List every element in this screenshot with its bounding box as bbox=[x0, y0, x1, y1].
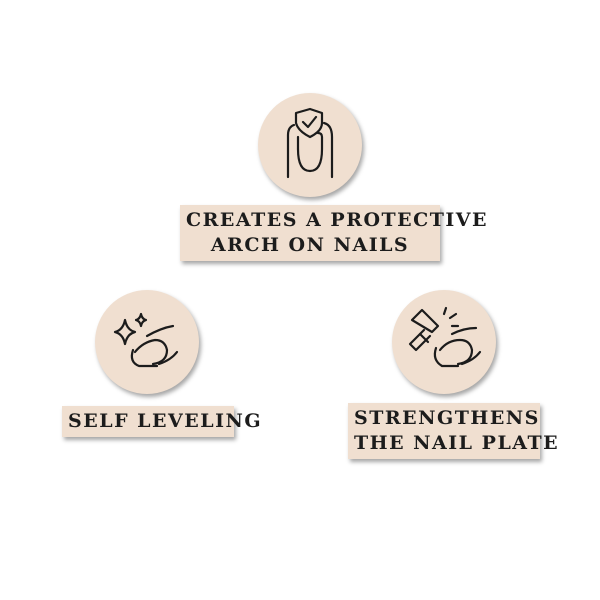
feature-protective-arch-badge bbox=[258, 93, 362, 197]
feature-protective-arch-label-line-2: ARCH ON NAILS bbox=[210, 234, 410, 256]
hammer-nail-icon bbox=[408, 306, 482, 368]
feature-protective-arch-label-line-1: CREATES A PROTECTIVE bbox=[186, 209, 489, 231]
feature-strengthens-label: STRENGTHENS THE NAIL PLATE bbox=[348, 403, 560, 459]
sparkle-nail-icon bbox=[113, 312, 179, 368]
feature-protective-arch-label: CREATES A PROTECTIVE ARCH ON NAILS bbox=[180, 205, 489, 261]
nail-shield-icon bbox=[286, 107, 334, 179]
feature-strengthens-label-line-1: STRENGTHENS bbox=[354, 407, 540, 429]
feature-self-leveling-label-line-1: SELF LEVELING bbox=[68, 410, 263, 432]
feature-strengthens-badge bbox=[392, 290, 496, 394]
feature-strengthens-label-line-2: THE NAIL PLATE bbox=[354, 432, 560, 454]
feature-self-leveling-badge bbox=[95, 290, 199, 394]
feature-self-leveling-label: SELF LEVELING bbox=[62, 406, 263, 437]
